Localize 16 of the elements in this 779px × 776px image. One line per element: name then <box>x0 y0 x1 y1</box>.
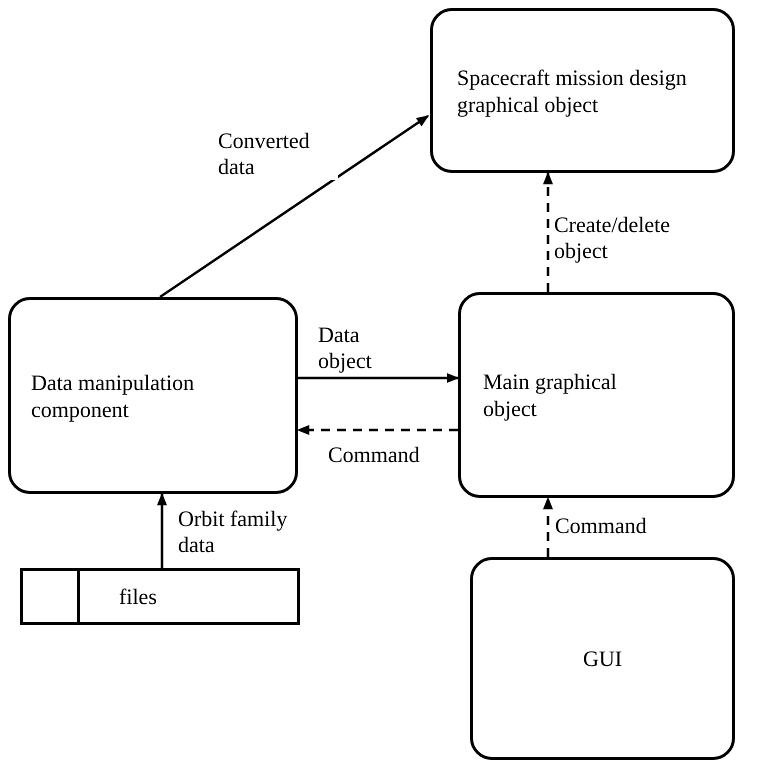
process-box <box>458 292 735 498</box>
arrow <box>159 114 430 298</box>
dashed-arrow <box>543 496 553 557</box>
node-label: Main graphical object <box>483 368 618 422</box>
node-label: files <box>119 583 157 610</box>
node-label: Data manipulation component <box>31 368 196 422</box>
arrow <box>298 373 460 383</box>
dashed-arrow <box>296 425 458 435</box>
process-box <box>470 557 735 760</box>
node-label: GUI <box>582 645 622 672</box>
dashed-arrow <box>543 172 553 292</box>
node-label: Spacecraft mission design graphical object <box>457 64 688 118</box>
process-box <box>430 8 735 173</box>
arrow <box>157 492 167 568</box>
process-box <box>8 297 298 494</box>
data-store <box>20 568 300 625</box>
